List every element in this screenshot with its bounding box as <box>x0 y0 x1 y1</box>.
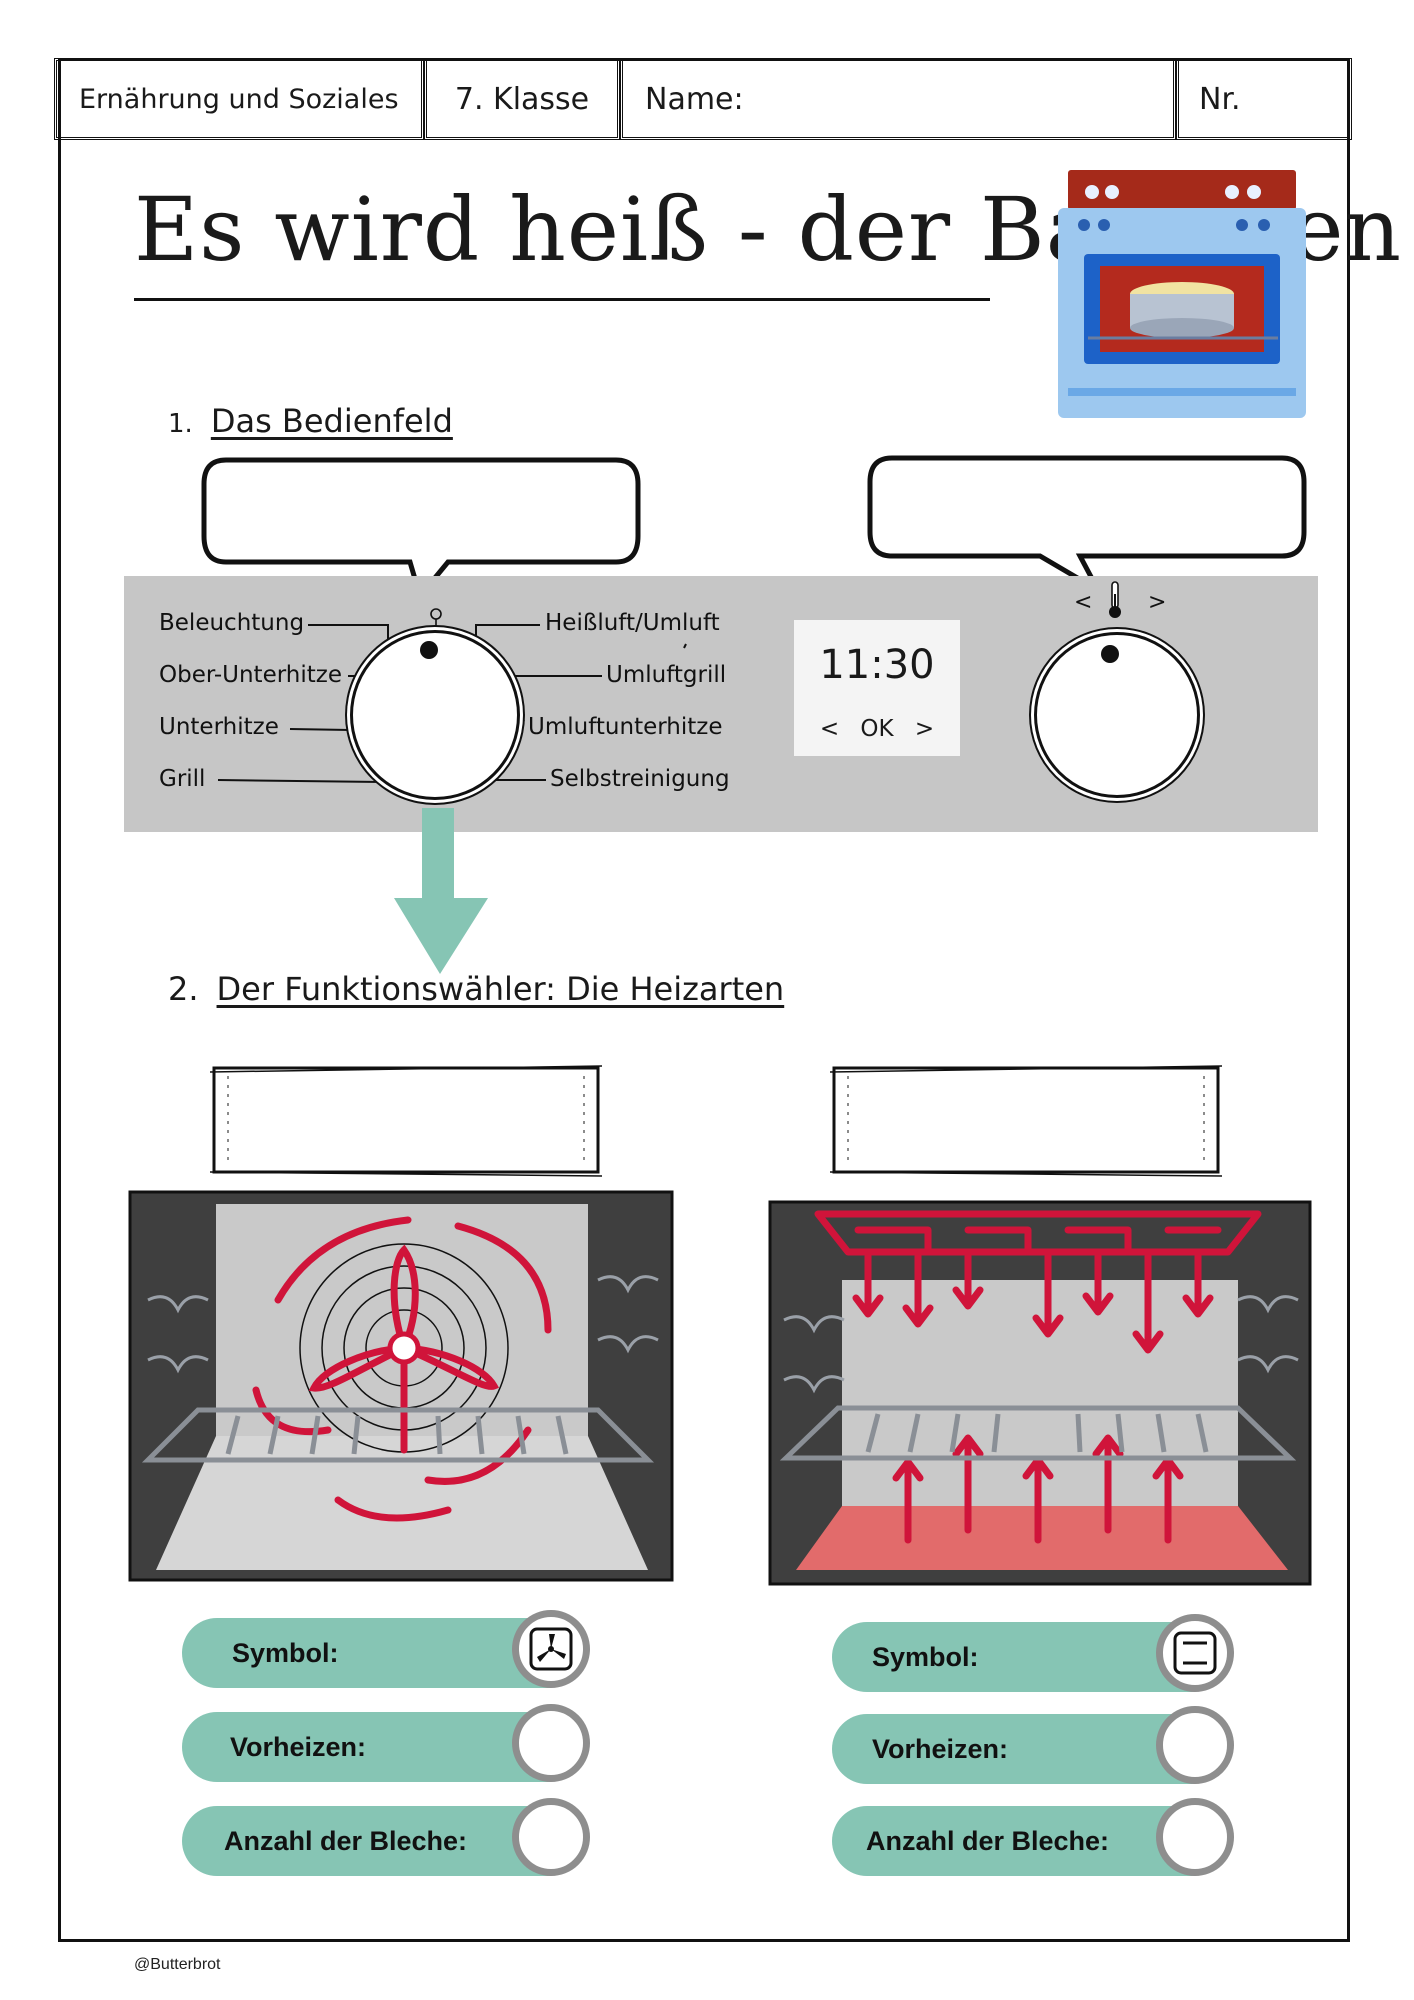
dial-label-grill: Grill <box>159 766 206 792</box>
preheat-label-right: Vorheizen: <box>872 1734 1009 1764</box>
preheat-field-right: Vorheizen: <box>832 1706 1234 1784</box>
temperature-dial[interactable] <box>1034 632 1200 798</box>
answer-box-left[interactable] <box>206 1060 606 1182</box>
name-cell[interactable]: Name: <box>620 58 1176 140</box>
name-label: Name: <box>645 81 744 117</box>
convection-oven-illustration <box>128 1190 674 1582</box>
section2-number: 2. <box>168 970 199 1008</box>
preheat-field-left: Vorheizen: <box>182 1704 590 1782</box>
dial-label-unterhitze: Unterhitze <box>159 714 279 740</box>
down-arrow-icon <box>394 808 488 974</box>
display-time: 11:30 <box>819 642 935 688</box>
author-credit: @Butterbrot <box>134 1956 221 1973</box>
trays-answer-left[interactable] <box>512 1798 590 1876</box>
temperature-dial-marker <box>1101 645 1119 663</box>
top-bottom-heat-oven-illustration <box>768 1200 1312 1586</box>
dial-label-selbstreinigung: Selbstreinigung <box>550 766 730 792</box>
subject-label: Ernährung und Soziales <box>79 83 399 115</box>
fan-symbol-icon <box>529 1627 573 1671</box>
dial-label-ober-unterhitze: Ober-Unterhitze <box>159 662 342 688</box>
symbol-field-right: Symbol: <box>832 1614 1234 1692</box>
symbol-label-left: Symbol: <box>232 1638 339 1668</box>
dial-label-heissluft: Heißluft/Umluft <box>545 610 720 636</box>
section2-title: Der Funktionswähler: Die Heizarten <box>216 970 785 1008</box>
subject-cell: Ernährung und Soziales <box>54 58 424 140</box>
number-cell[interactable]: Nr. <box>1176 58 1352 140</box>
top-bottom-heat-symbol-icon <box>1173 1631 1217 1675</box>
symbol-label-right: Symbol: <box>872 1642 979 1672</box>
section2-heading: 2. Der Funktionswähler: Die Heizarten <box>168 970 784 1008</box>
grade-label: 7. Klasse <box>454 81 590 117</box>
function-dial[interactable] <box>350 630 520 800</box>
dial-label-beleuchtung: Beleuchtung <box>159 610 305 636</box>
preheat-answer-right[interactable] <box>1156 1706 1234 1784</box>
trays-field-left: Anzahl der Bleche: <box>182 1798 590 1876</box>
section1-title: Das Bedienfeld <box>210 402 453 440</box>
symbol-answer-right[interactable] <box>1156 1614 1234 1692</box>
trays-field-right: Anzahl der Bleche: <box>832 1798 1234 1876</box>
answer-box-right[interactable] <box>826 1060 1226 1182</box>
trays-label-left: Anzahl der Bleche: <box>224 1826 468 1856</box>
clock-display: 11:30 < OK > <box>794 620 960 756</box>
preheat-label-left: Vorheizen: <box>230 1732 367 1762</box>
dial-label-umluftgrill: Umluftgrill <box>606 662 727 688</box>
symbol-answer-left[interactable] <box>512 1610 590 1688</box>
preheat-answer-left[interactable] <box>512 1704 590 1782</box>
temp-left-arrow[interactable]: < <box>1074 590 1093 615</box>
grade-cell: 7. Klasse <box>424 58 620 140</box>
function-dial-marker <box>420 641 438 659</box>
dial-leader-lines <box>217 608 687 783</box>
trays-label-right: Anzahl der Bleche: <box>866 1826 1110 1856</box>
oven-illustration-icon <box>1058 170 1306 418</box>
temp-right-arrow[interactable]: > <box>1148 590 1167 615</box>
dial-label-umluftunterhitze: Umluftunterhitze <box>528 714 723 740</box>
section1-heading: 1. Das Bedienfeld <box>168 402 453 440</box>
number-label: Nr. <box>1199 81 1241 117</box>
speech-bubble-right[interactable] <box>862 448 1312 598</box>
section1-number: 1. <box>168 409 193 439</box>
title-underline <box>134 298 990 301</box>
thermometer-icon <box>1109 581 1121 618</box>
symbol-field-left: Symbol: <box>182 1610 590 1688</box>
trays-answer-right[interactable] <box>1156 1798 1234 1876</box>
display-nav[interactable]: < OK > <box>819 716 935 742</box>
